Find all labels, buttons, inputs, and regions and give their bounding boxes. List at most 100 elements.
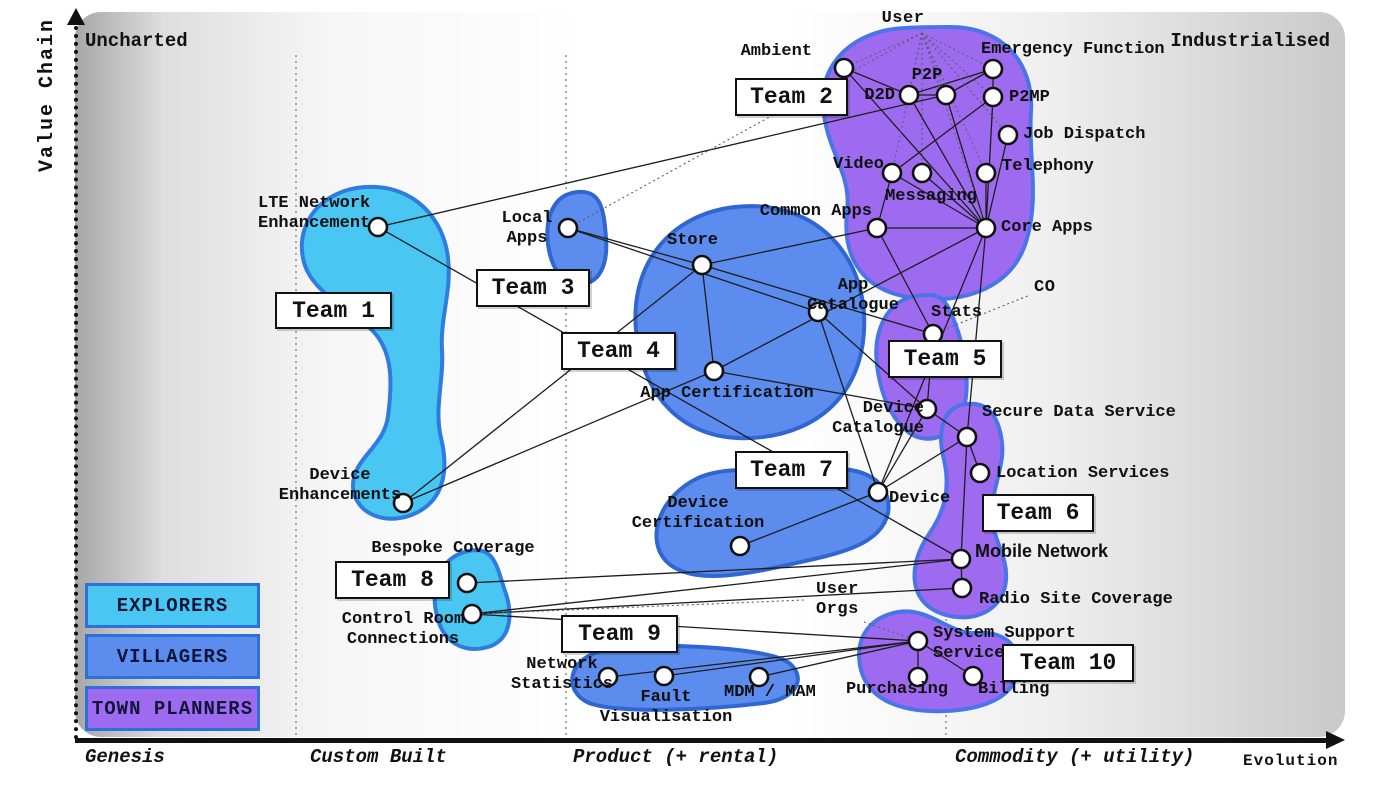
team-box-5[interactable]: Team 5	[888, 340, 1002, 378]
node-mobile[interactable]	[950, 548, 972, 570]
edge-store-stats	[701, 264, 934, 335]
node-emergency[interactable]	[982, 58, 1004, 80]
node-label-mobile: Mobile Network	[975, 541, 1109, 561]
node-mdm[interactable]	[748, 666, 770, 688]
edge-local-store	[567, 227, 703, 266]
node-label-secure: Secure Data Service	[982, 403, 1176, 422]
edge-appcert-devenh	[402, 370, 715, 504]
team-box-6[interactable]: Team 6	[982, 494, 1094, 532]
node-purch[interactable]	[907, 666, 929, 688]
edge-ambient-d2d	[843, 67, 910, 96]
node-job[interactable]	[997, 124, 1019, 146]
node-label-job: Job Dispatch	[1023, 125, 1146, 144]
node-bill[interactable]	[962, 665, 984, 687]
edge-video-core	[891, 172, 987, 229]
component-nodes	[367, 57, 1019, 688]
node-label-radio: Radio Site Coverage	[979, 590, 1173, 609]
edge-user-p2p	[921, 32, 947, 96]
edge-messaging-core	[921, 172, 987, 229]
node-label-fault: Fault Visualisation	[599, 688, 733, 727]
legend-item-villagers: VILLAGERS	[85, 634, 260, 679]
node-label-devcert: Device Certification	[631, 494, 765, 533]
node-ctrl[interactable]	[461, 603, 483, 625]
node-label-uo_left: User Orgs	[816, 580, 859, 619]
node-common[interactable]	[866, 217, 888, 239]
node-messaging[interactable]	[911, 162, 933, 184]
node-fault[interactable]	[653, 665, 675, 687]
node-label-bespoke: Bespoke Coverage	[371, 539, 535, 558]
uncharted-label: Uncharted	[85, 30, 188, 52]
node-label-core: Core Apps	[1001, 218, 1093, 237]
edge-appcert-devcat	[713, 370, 928, 410]
node-bespoke[interactable]	[456, 572, 478, 594]
node-core[interactable]	[975, 217, 997, 239]
node-label-ctrl: Control Room Connections	[341, 610, 465, 649]
node-label-messaging: Messaging	[885, 187, 977, 206]
team-box-2[interactable]: Team 2	[735, 78, 848, 116]
node-appcat[interactable]	[807, 301, 829, 323]
node-label-device: Device	[889, 489, 951, 508]
edge-job-core	[985, 134, 1009, 229]
node-label-emergency: Emergency Function	[981, 40, 1165, 59]
node-lte[interactable]	[367, 216, 389, 238]
node-label-netstat: Network Statistics	[510, 655, 614, 694]
node-label-appcat: App Catalogue	[807, 276, 899, 315]
dependency-links	[377, 32, 1031, 678]
edge-p2mp-core	[985, 96, 994, 229]
team-box-1[interactable]: Team 1	[275, 292, 392, 329]
team-10-area	[857, 609, 1021, 714]
node-d2d[interactable]	[898, 84, 920, 106]
edge-user-emergency	[921, 32, 994, 70]
edge-user-job	[921, 32, 1009, 136]
node-label-stats: Stats	[931, 303, 983, 322]
edge-p2mp-video	[891, 96, 994, 174]
team-box-9[interactable]: Team 9	[561, 615, 678, 653]
node-devcert[interactable]	[729, 535, 751, 557]
node-location[interactable]	[969, 462, 991, 484]
edge-devcat-device	[877, 408, 928, 493]
node-device[interactable]	[867, 481, 889, 503]
team-box-10[interactable]: Team 10	[1002, 644, 1134, 682]
node-label-local: Local Apps	[501, 209, 553, 248]
node-label-syssup: System Support Services	[933, 624, 1076, 663]
node-local[interactable]	[557, 217, 579, 239]
node-devcat[interactable]	[916, 398, 938, 420]
stage-label-4: Commodity (+ utility)	[955, 746, 1195, 768]
node-p2mp[interactable]	[982, 86, 1004, 108]
node-label-ambient: Ambient	[740, 42, 812, 61]
node-syssup[interactable]	[907, 630, 929, 652]
node-p2p[interactable]	[935, 84, 957, 106]
node-devenh[interactable]	[392, 492, 414, 514]
edge-user-core	[921, 32, 987, 229]
node-label-location: Location Services	[996, 464, 1170, 483]
node-appcert[interactable]	[703, 360, 725, 382]
node-telephony[interactable]	[975, 162, 997, 184]
edge-lte-p2p	[377, 94, 947, 228]
edge-emergency-d2d	[908, 68, 994, 96]
edge-syssup-bill	[917, 640, 974, 677]
evolution-axis	[75, 738, 1328, 743]
edge-user-local	[567, 32, 923, 229]
node-label-bill: Billing	[978, 680, 1050, 699]
team-box-8[interactable]: Team 8	[335, 561, 450, 599]
team-box-7[interactable]: Team 7	[735, 451, 848, 489]
edge-appcat-device	[817, 311, 879, 493]
edge-appcert-core	[713, 227, 987, 372]
node-video[interactable]	[881, 162, 903, 184]
node-netstat[interactable]	[597, 666, 619, 688]
edge-device-secure	[877, 436, 968, 493]
edge-store-appcert	[701, 264, 715, 372]
node-ambient[interactable]	[833, 57, 855, 79]
edge-user-p2mp	[921, 32, 994, 98]
team-box-3[interactable]: Team 3	[476, 269, 590, 307]
node-store[interactable]	[691, 254, 713, 276]
node-secure[interactable]	[956, 426, 978, 448]
node-label-devcat: Device Catalogue	[832, 399, 924, 438]
node-radio[interactable]	[951, 577, 973, 599]
team-box-4[interactable]: Team 4	[561, 332, 676, 370]
edge-bespoke-mobile	[466, 558, 962, 584]
node-label-p2p: P2P	[911, 66, 943, 85]
edge-store-devenh	[402, 264, 703, 504]
edge-ctrl-uo_left	[471, 599, 805, 615]
